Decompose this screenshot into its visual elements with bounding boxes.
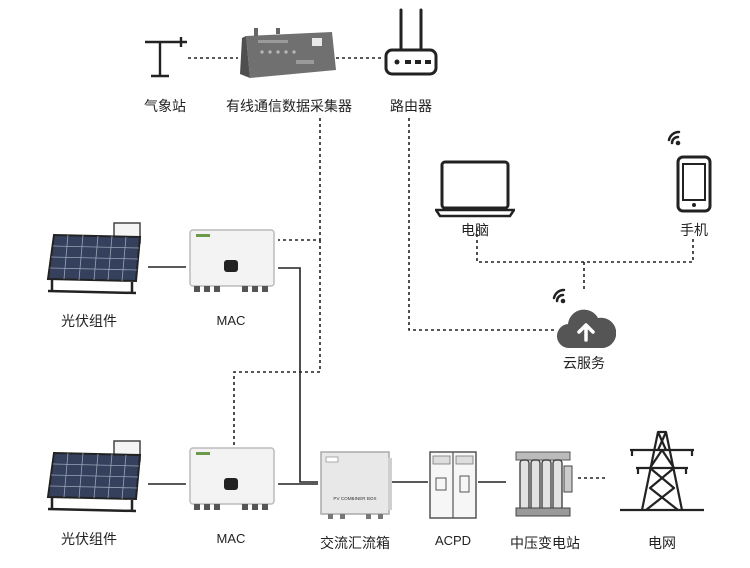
combiner-plate-text: PV COMBINER BOX xyxy=(333,496,376,501)
inverter-icon xyxy=(189,447,275,510)
computer-label: 电脑 xyxy=(461,223,489,239)
wifi-icon xyxy=(552,288,566,304)
pv-module-bottom-label: 光伏组件 xyxy=(61,532,117,548)
cloud-service-label: 云服务 xyxy=(563,356,605,372)
phone-icon xyxy=(676,155,712,213)
solar-panel-icon xyxy=(46,440,142,513)
combiner-box-icon: PV COMBINER BOX xyxy=(320,451,392,519)
combiner-box-label: 交流汇流箱 xyxy=(320,536,390,552)
transmission-tower-icon xyxy=(620,430,704,512)
router-icon xyxy=(384,8,438,76)
pv-module-top-label: 光伏组件 xyxy=(61,314,117,330)
router-label: 路由器 xyxy=(390,99,432,115)
data-collector-label: 有线通信数据采集器 xyxy=(226,99,352,115)
solar-panel-icon xyxy=(46,222,142,295)
inverter-top-label: MAC xyxy=(216,313,246,328)
phone-label: 手机 xyxy=(680,223,708,239)
wifi-icon xyxy=(667,130,681,146)
laptop-icon xyxy=(435,160,515,218)
data-collector-icon xyxy=(240,28,336,78)
cloud-upload-icon xyxy=(557,309,616,349)
inverter-icon xyxy=(189,229,275,292)
grid-label: 电网 xyxy=(648,536,676,552)
acpd-cabinet-icon xyxy=(429,451,477,519)
weather-station-label: 气象站 xyxy=(144,99,186,115)
acpd-label: ACPD xyxy=(434,533,472,548)
inverter-bottom-label: MAC xyxy=(216,531,246,546)
transformer-icon xyxy=(515,451,573,517)
mv-substation-label: 中压变电站 xyxy=(510,536,580,552)
weather-station-icon xyxy=(145,37,187,78)
